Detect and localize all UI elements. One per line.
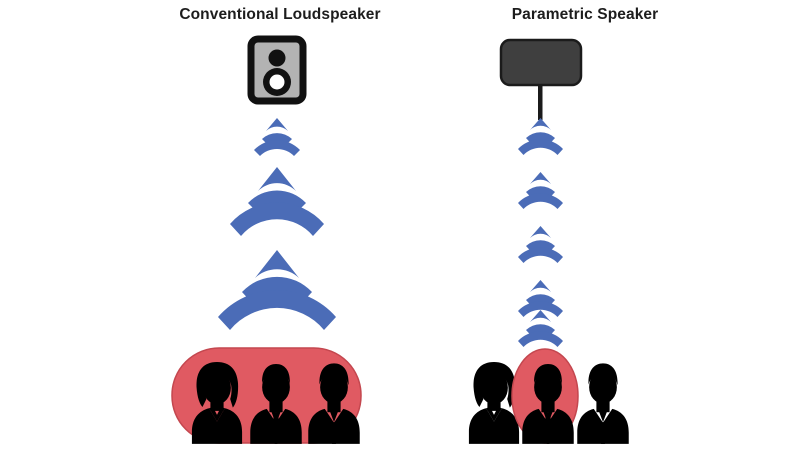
person-man-navy-jacket	[577, 363, 629, 444]
sound-wave-group-1	[254, 118, 300, 156]
panel-conventional	[171, 35, 362, 444]
person-woman-teal-top	[468, 362, 520, 444]
audience-group-conventional	[191, 362, 360, 444]
panel-title-conventional: Conventional Loudspeaker	[179, 6, 381, 23]
sound-wave-group-3	[218, 250, 336, 330]
panel-title-parametric: Parametric Speaker	[511, 6, 659, 23]
sound-wave-group-1	[518, 118, 563, 155]
sound-wave-group-5	[518, 310, 563, 347]
sound-wave-group-4	[518, 280, 563, 317]
parametric-panel-speaker-icon	[499, 38, 583, 120]
loudspeaker-cabinet-icon	[247, 35, 307, 105]
sound-wave-group-3	[518, 226, 563, 263]
panel-parametric	[468, 38, 629, 444]
sound-wave-group-2	[518, 172, 563, 209]
sound-wave-group-2	[230, 167, 324, 236]
